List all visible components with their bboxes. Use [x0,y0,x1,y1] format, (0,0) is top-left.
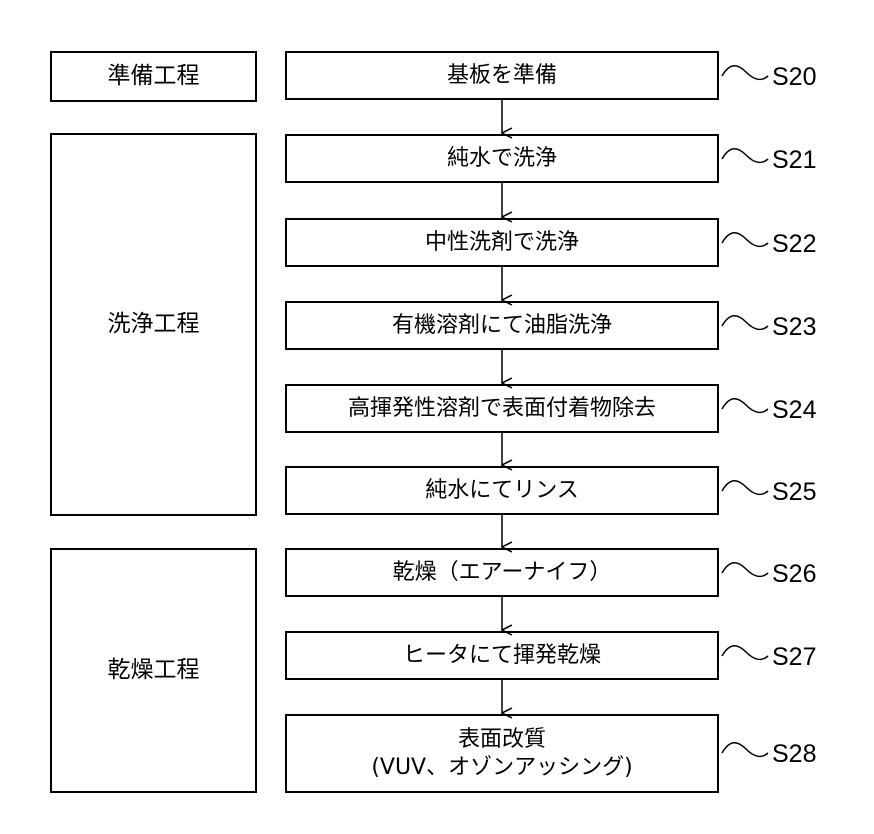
step-code-s25: S25 [772,478,816,506]
leader-s25 [722,481,768,495]
leader-s27 [722,646,768,660]
step-code-s26: S26 [772,560,816,588]
step-code-s24: S24 [772,396,817,424]
leader-s24 [722,399,768,413]
leader-s28 [722,743,768,757]
step-code-s23: S23 [772,313,816,341]
leader-s26 [722,563,768,577]
step-code-s28: S28 [772,740,816,768]
leader-s23 [722,316,768,330]
step-code-s22: S22 [772,230,816,258]
step-code-s27: S27 [772,643,816,671]
step-code-s20: S20 [772,63,816,91]
leader-s22 [722,233,768,247]
step-code-s21: S21 [772,146,816,174]
leader-s21 [722,149,768,163]
leader-s20 [722,66,768,80]
